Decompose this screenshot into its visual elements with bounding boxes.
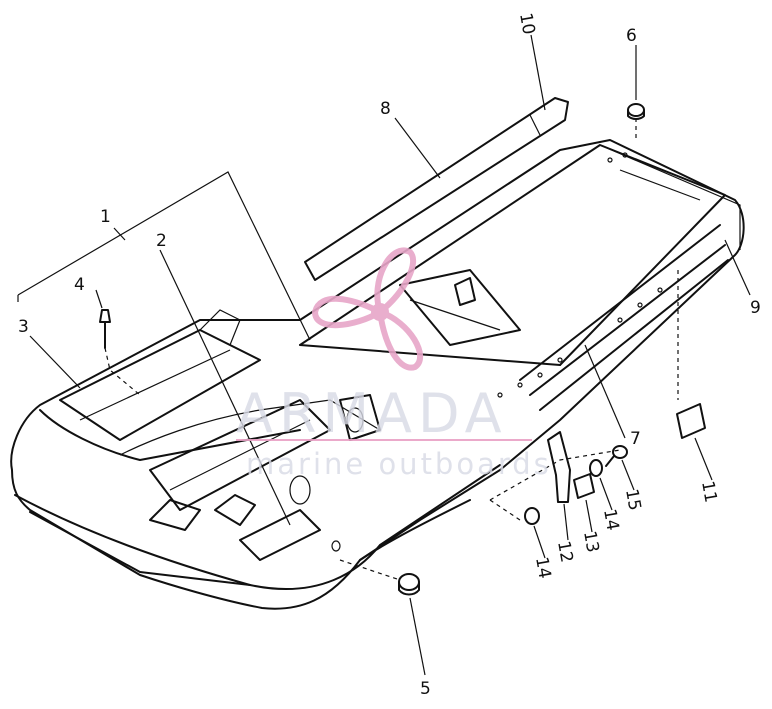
callout-12: 12	[553, 539, 576, 564]
callout-7: 7	[630, 429, 641, 449]
part-4-rivet	[99, 309, 111, 349]
assembly-lines	[104, 118, 679, 581]
part-6-cap	[627, 103, 645, 120]
callout-2: 2	[156, 231, 167, 251]
callout-4: 4	[74, 275, 85, 295]
propeller-icon	[311, 247, 423, 371]
callout-6: 6	[626, 26, 637, 46]
callout-9: 9	[750, 298, 761, 318]
callout-11: 11	[697, 479, 720, 504]
callouts: 1 2 3 4 5 6 7 8 9 10 11 12 13 14 14 15	[18, 11, 761, 699]
frame-hull	[10, 139, 745, 610]
part-11-plate	[676, 403, 706, 439]
leader-lines	[17, 34, 751, 676]
callout-14-right: 14	[599, 507, 622, 532]
part-14-washer	[589, 459, 603, 477]
callout-1: 1	[100, 207, 111, 227]
part-14-washer-2	[524, 507, 540, 525]
watermark-tagline: marine outboards	[246, 447, 552, 481]
part-15-bolt	[605, 445, 628, 467]
part-5-cap	[398, 573, 420, 596]
callout-10: 10	[515, 11, 538, 36]
watermark: ARMADA marine outboards	[236, 247, 552, 481]
callout-15: 15	[621, 487, 644, 512]
part-12-lever	[547, 431, 571, 503]
part-8-strip	[304, 97, 569, 281]
watermark-brand: ARMADA	[236, 382, 508, 445]
callout-5: 5	[420, 679, 431, 699]
callout-14-left: 14	[531, 555, 554, 580]
part-13-bushing	[573, 473, 595, 499]
callout-3: 3	[18, 317, 29, 337]
callout-8: 8	[380, 99, 391, 119]
callout-13: 13	[579, 529, 602, 554]
